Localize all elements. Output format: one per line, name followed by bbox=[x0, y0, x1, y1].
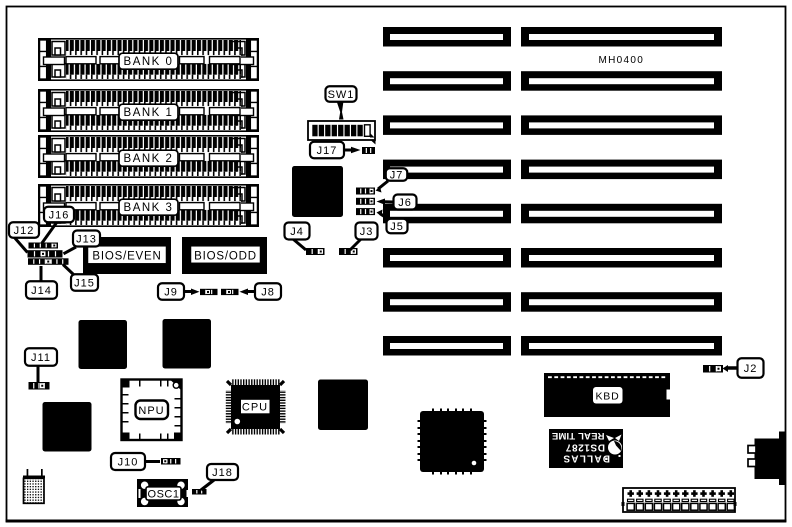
svg-text:J11: J11 bbox=[31, 352, 51, 364]
svg-text:BANK 1: BANK 1 bbox=[124, 107, 174, 119]
svg-text:J9: J9 bbox=[164, 286, 178, 298]
svg-text:J3: J3 bbox=[360, 226, 374, 238]
svg-text:J6: J6 bbox=[398, 197, 412, 209]
svg-text:NPU: NPU bbox=[138, 405, 164, 417]
svg-text:BANK 0: BANK 0 bbox=[124, 56, 174, 68]
svg-text:J2: J2 bbox=[744, 363, 758, 375]
svg-text:J16: J16 bbox=[49, 209, 70, 221]
svg-text:BANK 3: BANK 3 bbox=[124, 202, 174, 214]
svg-text:BIOS/ODD: BIOS/ODD bbox=[194, 250, 257, 262]
svg-text:REAL TIME: REAL TIME bbox=[552, 430, 605, 441]
svg-text:DALLAS: DALLAS bbox=[562, 453, 610, 464]
svg-text:J8: J8 bbox=[261, 286, 275, 298]
svg-text:J18: J18 bbox=[212, 467, 233, 479]
svg-text:BANK 2: BANK 2 bbox=[124, 153, 174, 165]
svg-text:CPU: CPU bbox=[242, 402, 268, 414]
svg-text:J4: J4 bbox=[290, 226, 304, 238]
svg-text:J13: J13 bbox=[76, 233, 97, 245]
svg-text:KBD: KBD bbox=[596, 391, 620, 403]
svg-text:J15: J15 bbox=[74, 277, 95, 289]
svg-text:OSC1: OSC1 bbox=[148, 488, 180, 500]
svg-text:J12: J12 bbox=[14, 225, 35, 237]
svg-text:BIOS/EVEN: BIOS/EVEN bbox=[92, 251, 161, 263]
svg-text:J10: J10 bbox=[118, 456, 139, 468]
svg-text:J17: J17 bbox=[317, 145, 338, 157]
svg-text:DS1287: DS1287 bbox=[565, 442, 605, 453]
svg-text:J5: J5 bbox=[390, 221, 404, 233]
svg-text:J7: J7 bbox=[390, 169, 404, 181]
svg-text:SW1: SW1 bbox=[328, 89, 355, 101]
svg-text:MH0400: MH0400 bbox=[599, 55, 645, 66]
svg-text:J14: J14 bbox=[31, 285, 52, 297]
